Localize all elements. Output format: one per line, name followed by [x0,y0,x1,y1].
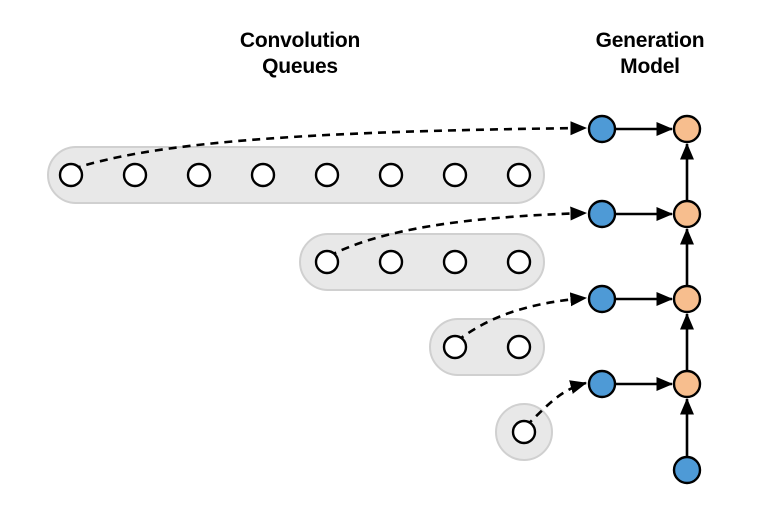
convolution-queue-3-node-1 [442,334,468,360]
queue-4-to-generation-dashed-arrow [525,380,588,427]
generation-input-node [672,455,702,485]
queue-capsules-group [47,146,553,461]
generation-orange-node-1 [672,114,702,144]
generation-model-nodes-group [587,114,702,485]
convolution-queues-title: Convolution Queues [180,28,420,80]
convolution-queue-2-node-1 [314,249,340,275]
convolution-queue-1-capsule [47,146,545,204]
queue-nodes-group [58,162,537,445]
convolution-queues-title-line2: Queues [262,55,338,78]
generation-model-title: Generation Model [550,28,750,80]
queue-3-to-generation-dashed-arrow [456,292,588,343]
convolution-queue-2-capsule [299,233,545,291]
generation-orange-node-3 [672,284,702,314]
convolution-queue-2-node-2 [378,249,404,275]
generation-blue-node-4 [587,369,617,399]
queue-1-to-generation-dashed-arrow [72,121,588,171]
convolution-queue-1-node-7 [442,162,468,188]
convolution-queue-1-node-6 [378,162,404,188]
queue-2-to-generation-dashed-arrow [328,206,588,258]
convolution-queue-4-node-1 [511,419,537,445]
generation-orange-node-2 [672,199,702,229]
generation-blue-node-1 [587,114,617,144]
convolution-queue-1-node-8 [506,162,532,188]
convolution-queue-3-capsule [429,318,545,376]
generation-model-title-line2: Model [620,55,680,78]
convolution-queue-3-node-2 [506,334,532,360]
convolution-queue-1-node-4 [250,162,276,188]
convolution-queue-1-node-3 [186,162,212,188]
convolution-queue-1-node-2 [122,162,148,188]
generation-model-title-line1: Generation [595,29,705,52]
convolution-queue-2-node-3 [442,249,468,275]
generation-orange-node-4 [672,369,702,399]
dashed-connections-group [72,121,588,427]
generation-blue-node-2 [587,199,617,229]
convolution-queue-2-node-4 [506,249,532,275]
solid-arrows-group [615,121,695,457]
generation-blue-node-3 [587,284,617,314]
convolution-queue-1-node-5 [314,162,340,188]
convolution-queue-1-node-1 [58,162,84,188]
convolution-queues-title-line1: Convolution [239,29,361,52]
